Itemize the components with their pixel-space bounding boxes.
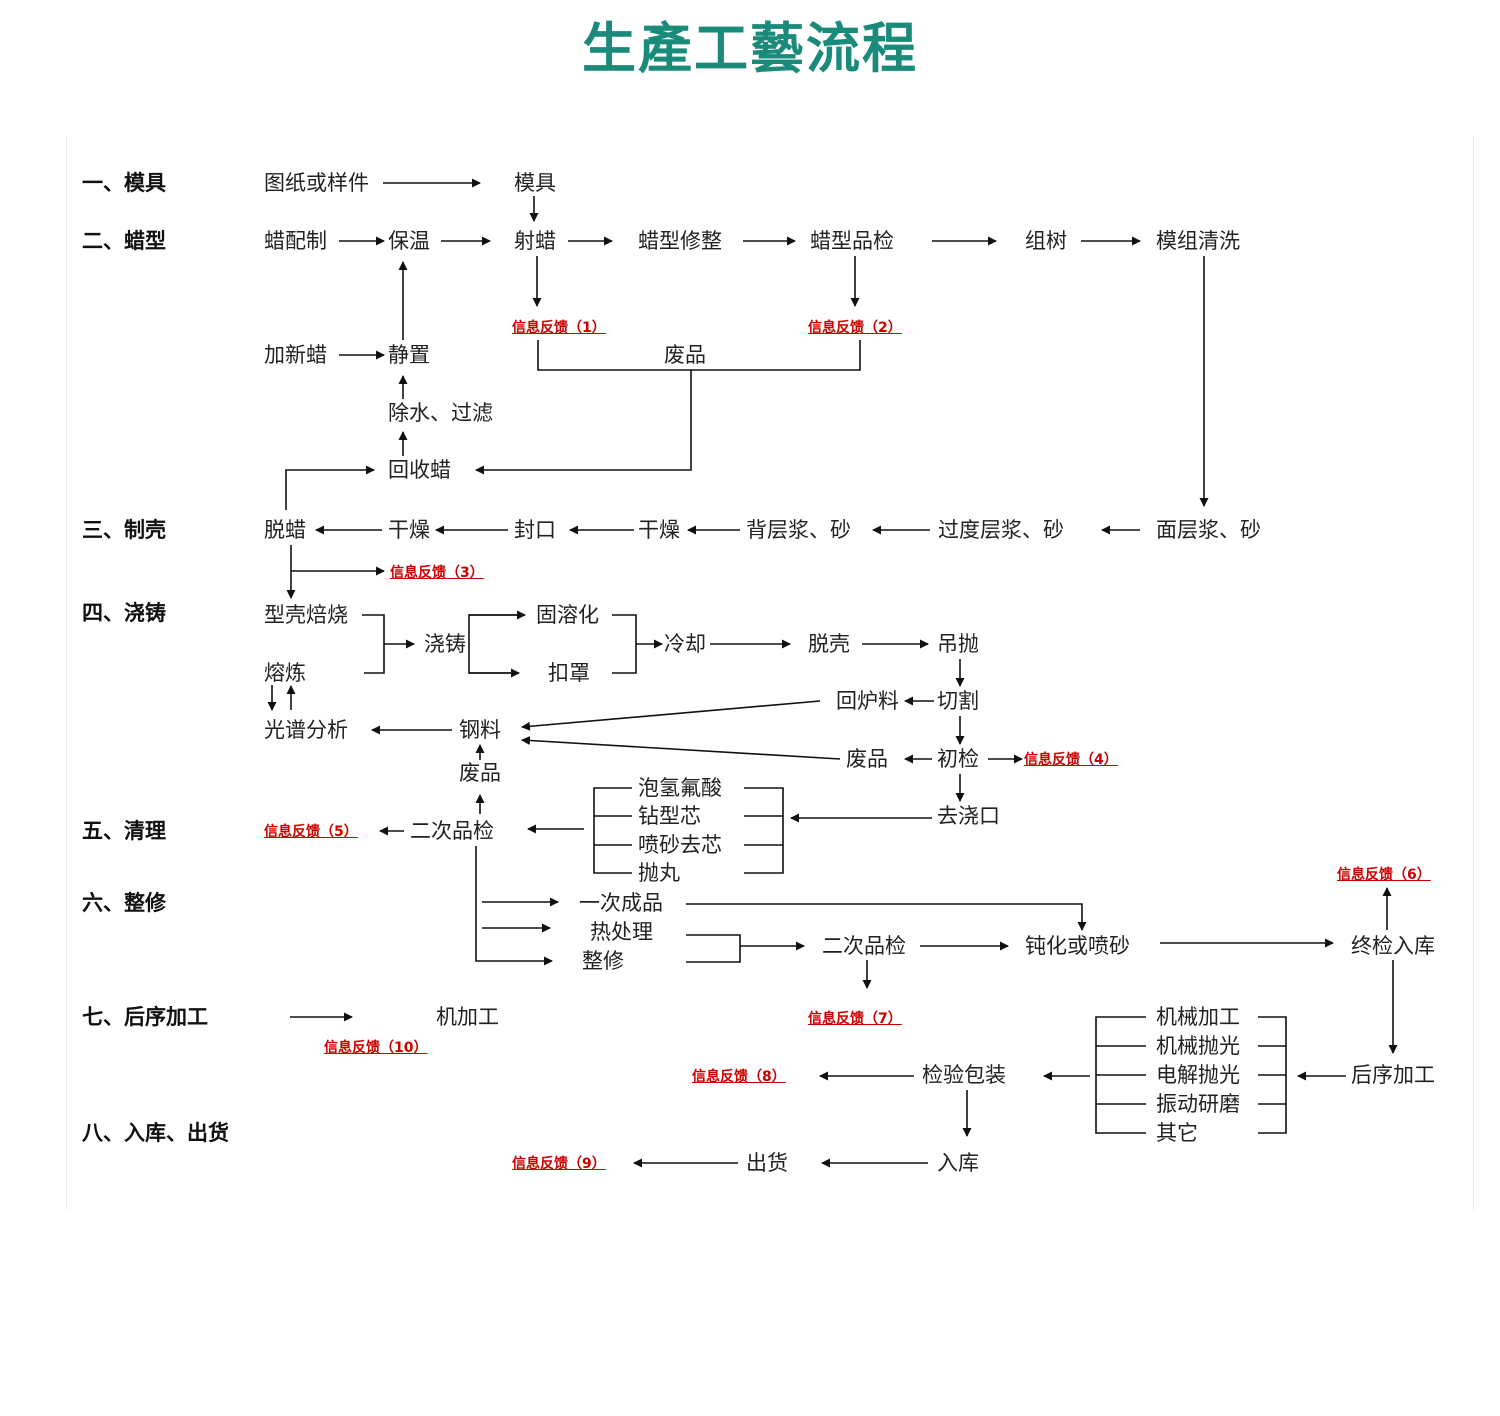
node-dewax: 脱蜡 <box>264 518 306 542</box>
node-vibro-grind: 振动研磨 <box>1156 1092 1240 1116</box>
node-sandblast-core: 喷砂去芯 <box>638 833 722 857</box>
node-post-process: 后序加工 <box>1351 1063 1435 1087</box>
node-warehouse: 入库 <box>937 1151 979 1175</box>
node-back-slurry: 背层浆、砂 <box>746 518 851 542</box>
node-return-charge: 回炉料 <box>836 689 899 713</box>
node-cutting: 切割 <box>937 689 979 713</box>
page-title: 生產工藝流程 <box>582 16 918 80</box>
feedback-link-10[interactable]: 信息反馈（10） <box>324 1040 428 1056</box>
node-heat-treat: 热处理 <box>590 920 653 944</box>
node-drawing: 图纸或样件 <box>264 171 369 195</box>
node-solution: 固溶化 <box>536 603 599 627</box>
stage-label-repair: 六、整修 <box>82 891 166 915</box>
node-second-inspect-1: 二次品检 <box>410 819 494 843</box>
feedback-link-3[interactable]: 信息反馈（3） <box>390 565 484 581</box>
node-stand: 静置 <box>388 343 430 367</box>
node-inspect-pack: 检验包装 <box>922 1063 1006 1087</box>
node-ship: 出货 <box>746 1151 788 1175</box>
node-transition-slurry: 过度层浆、砂 <box>938 518 1064 542</box>
node-shot-blast: 抛丸 <box>638 861 680 885</box>
feedback-link-7[interactable]: 信息反馈（7） <box>808 1011 902 1027</box>
node-wax-trim: 蜡型修整 <box>638 229 722 253</box>
node-electro-polish: 电解抛光 <box>1156 1063 1240 1087</box>
node-repair: 整修 <box>582 949 624 973</box>
node-hang-polish: 吊抛 <box>937 632 979 656</box>
node-add-new-wax: 加新蜡 <box>264 343 327 367</box>
node-tree-clean: 模组清洗 <box>1156 229 1240 253</box>
stage-label-wax: 二、蜡型 <box>82 229 166 253</box>
node-other: 其它 <box>1156 1121 1198 1145</box>
stage-label-post-process: 七、后序加工 <box>82 1005 208 1029</box>
node-mech-polish: 机械抛光 <box>1156 1034 1240 1058</box>
node-assemble-tree: 组树 <box>1025 229 1067 253</box>
feedback-link-8[interactable]: 信息反馈（8） <box>692 1069 786 1085</box>
feedback-link-1[interactable]: 信息反馈（1） <box>512 320 606 336</box>
feedback-link-6[interactable]: 信息反馈（6） <box>1337 867 1431 883</box>
node-wax-prep: 蜡配制 <box>264 229 327 253</box>
node-drill-core: 钻型芯 <box>638 804 701 828</box>
node-recover-wax: 回收蜡 <box>388 458 451 482</box>
node-scrap-wax: 废品 <box>664 343 706 367</box>
node-steel: 钢料 <box>459 718 501 742</box>
node-inject-wax: 射蜡 <box>514 229 556 253</box>
feedback-link-5[interactable]: 信息反馈（5） <box>264 824 358 840</box>
node-insulation: 保温 <box>388 229 430 253</box>
node-passivate: 钝化或喷砂 <box>1025 934 1130 958</box>
stage-label-mold: 一、模具 <box>82 171 166 195</box>
node-first-product: 一次成品 <box>579 891 663 915</box>
node-dewater-filter: 除水、过滤 <box>388 401 493 425</box>
stage-label-cleaning: 五、清理 <box>82 819 166 843</box>
node-shell-remove: 脱壳 <box>808 632 850 656</box>
node-surface-slurry: 面层浆、砂 <box>1156 518 1261 542</box>
node-dry-1: 干燥 <box>638 518 680 542</box>
node-cover: 扣罩 <box>548 661 590 685</box>
node-second-inspect-2: 二次品检 <box>822 934 906 958</box>
node-seal: 封口 <box>514 518 556 542</box>
node-first-inspect: 初检 <box>937 747 979 771</box>
stage-label-shell: 三、制壳 <box>82 518 166 542</box>
diagram-panel <box>66 135 1474 1210</box>
stage-label-casting: 四、浇铸 <box>82 601 166 625</box>
node-machining: 机加工 <box>436 1005 499 1029</box>
node-mech-machining: 机械加工 <box>1156 1005 1240 1029</box>
node-shell-roast: 型壳焙烧 <box>264 603 348 627</box>
node-scrap-steel: 废品 <box>459 761 501 785</box>
node-hf-soak: 泡氢氟酸 <box>638 776 722 800</box>
node-mold: 模具 <box>514 171 556 195</box>
node-wax-inspect: 蜡型品检 <box>810 229 894 253</box>
node-dry-2: 干燥 <box>388 518 430 542</box>
node-melting: 熔炼 <box>264 661 306 685</box>
feedback-link-2[interactable]: 信息反馈（2） <box>808 320 902 336</box>
node-cooling: 冷却 <box>664 632 706 656</box>
node-spectral: 光谱分析 <box>264 718 348 742</box>
feedback-link-9[interactable]: 信息反馈（9） <box>512 1156 606 1172</box>
node-pour: 浇铸 <box>424 632 466 656</box>
node-scrap-cast: 废品 <box>846 747 888 771</box>
node-final-inspect: 终检入库 <box>1351 934 1435 958</box>
node-remove-gate: 去浇口 <box>937 804 1000 828</box>
feedback-link-4[interactable]: 信息反馈（4） <box>1024 752 1118 768</box>
stage-label-ship: 八、入库、出货 <box>82 1121 229 1145</box>
